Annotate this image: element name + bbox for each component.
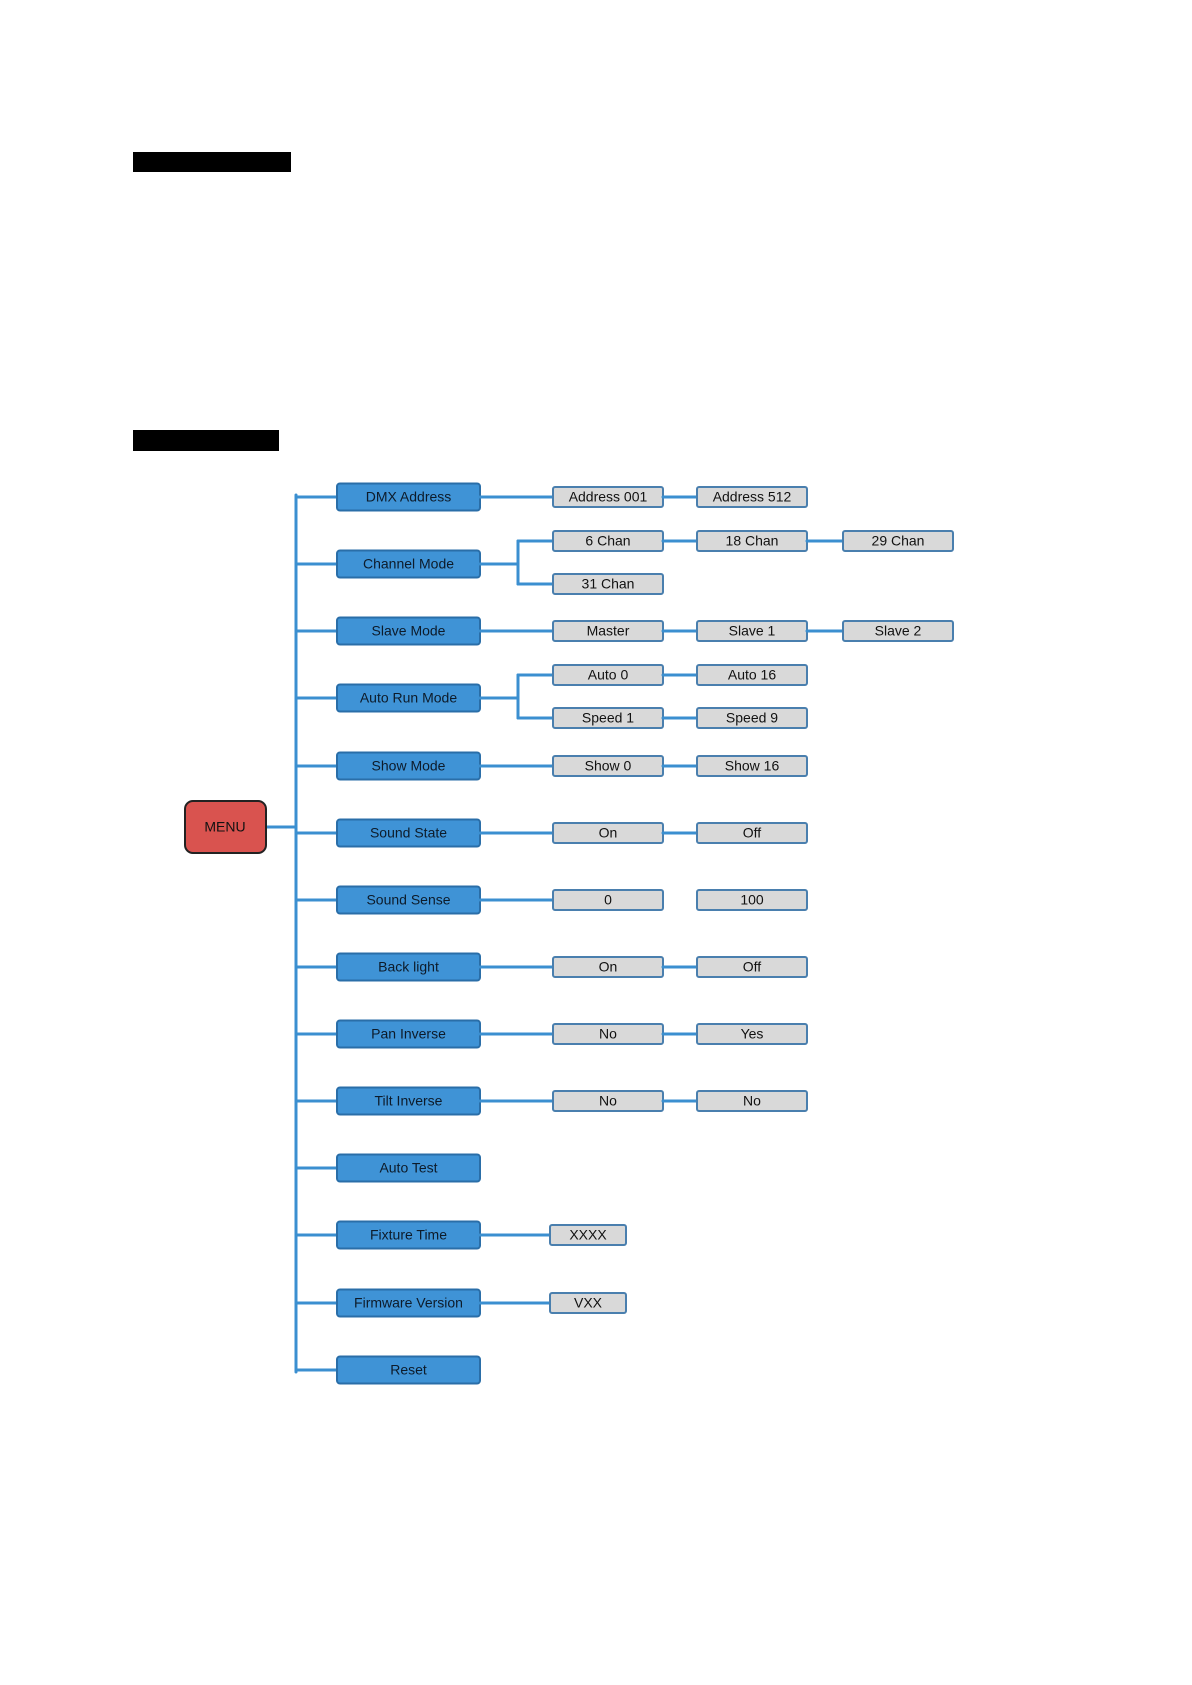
option-show-mode-1-label: Show 16 bbox=[725, 758, 780, 774]
option-slave-mode-2-label: Slave 2 bbox=[875, 623, 922, 639]
option-auto-run-mode-r0-1-label: Auto 16 bbox=[728, 667, 776, 683]
option-sound-sense-1-box bbox=[696, 889, 808, 911]
option-channel-mode-r0-2-box bbox=[842, 530, 954, 552]
option-fixture-time-0-box bbox=[549, 1224, 627, 1246]
menu-item-show-mode-label: Show Mode bbox=[372, 758, 446, 774]
option-sound-sense-0-box bbox=[552, 889, 664, 911]
option-channel-mode-r1-0-label: 31 Chan bbox=[582, 576, 635, 592]
option-pan-inverse-1-label: Yes bbox=[741, 1026, 764, 1042]
option-sound-state-1-label: Off bbox=[743, 825, 762, 841]
option-slave-mode-1-label: Slave 1 bbox=[729, 623, 776, 639]
menu-item-auto-test-label: Auto Test bbox=[379, 1160, 437, 1176]
option-dmx-address-1-box bbox=[696, 486, 808, 508]
menu-item-sound-state-label: Sound State bbox=[370, 825, 447, 841]
menu-item-reset-box bbox=[336, 1355, 481, 1385]
option-show-mode-1-box bbox=[696, 755, 808, 777]
option-back-light-0-label: On bbox=[599, 959, 618, 975]
menu-item-firmware-version-label: Firmware Version bbox=[354, 1295, 463, 1311]
option-dmx-address-1-label: Address 512 bbox=[713, 489, 792, 505]
option-auto-run-mode-r1-0-label: Speed 1 bbox=[582, 710, 634, 726]
option-sound-state-1-box bbox=[696, 822, 808, 844]
option-auto-run-mode-r0-1-box bbox=[696, 664, 808, 686]
option-fixture-time-0-label: XXXX bbox=[569, 1227, 607, 1243]
option-tilt-inverse-0-label: No bbox=[599, 1093, 617, 1109]
menu-item-channel-mode-label: Channel Mode bbox=[363, 556, 454, 572]
option-channel-mode-r1-0-box bbox=[552, 573, 664, 595]
redacted-heading-1 bbox=[133, 152, 291, 172]
option-auto-run-mode-r0-0-label: Auto 0 bbox=[588, 667, 629, 683]
option-firmware-version-0-box bbox=[549, 1292, 627, 1314]
option-firmware-version-0-label: VXX bbox=[574, 1295, 603, 1311]
option-pan-inverse-1-box bbox=[696, 1023, 808, 1045]
option-channel-mode-r0-2-label: 29 Chan bbox=[872, 533, 925, 549]
option-tilt-inverse-1-box bbox=[696, 1090, 808, 1112]
menu-item-sound-sense-label: Sound Sense bbox=[366, 892, 450, 908]
menu-item-pan-inverse-label: Pan Inverse bbox=[371, 1026, 446, 1042]
menu-item-auto-run-mode-label: Auto Run Mode bbox=[360, 690, 457, 706]
menu-root-label: MENU bbox=[204, 819, 245, 835]
menu-item-slave-mode-label: Slave Mode bbox=[372, 623, 446, 639]
option-slave-mode-0-label: Master bbox=[587, 623, 630, 639]
option-channel-mode-r0-0-label: 6 Chan bbox=[585, 533, 630, 549]
option-slave-mode-2-box bbox=[842, 620, 954, 642]
menu-item-reset-label: Reset bbox=[390, 1362, 427, 1378]
option-auto-run-mode-r1-1-box bbox=[696, 707, 808, 729]
option-tilt-inverse-1-label: No bbox=[743, 1093, 761, 1109]
menu-item-auto-test-box bbox=[336, 1153, 481, 1183]
option-sound-state-0-label: On bbox=[599, 825, 618, 841]
option-channel-mode-r0-1-label: 18 Chan bbox=[726, 533, 779, 549]
option-back-light-1-box bbox=[696, 956, 808, 978]
menu-item-back-light-label: Back light bbox=[378, 959, 439, 975]
menu-item-dmx-address-label: DMX Address bbox=[366, 489, 452, 505]
option-sound-sense-0-label: 0 bbox=[604, 892, 612, 908]
option-dmx-address-0-label: Address 001 bbox=[569, 489, 648, 505]
option-back-light-1-label: Off bbox=[743, 959, 762, 975]
menu-item-fixture-time-label: Fixture Time bbox=[370, 1227, 447, 1243]
menu-root-box bbox=[184, 800, 267, 854]
option-pan-inverse-0-label: No bbox=[599, 1026, 617, 1042]
option-show-mode-0-label: Show 0 bbox=[585, 758, 632, 774]
redacted-heading-2 bbox=[133, 430, 279, 451]
menu-item-tilt-inverse-label: Tilt Inverse bbox=[375, 1093, 443, 1109]
option-sound-sense-1-label: 100 bbox=[740, 892, 764, 908]
option-auto-run-mode-r1-1-label: Speed 9 bbox=[726, 710, 778, 726]
